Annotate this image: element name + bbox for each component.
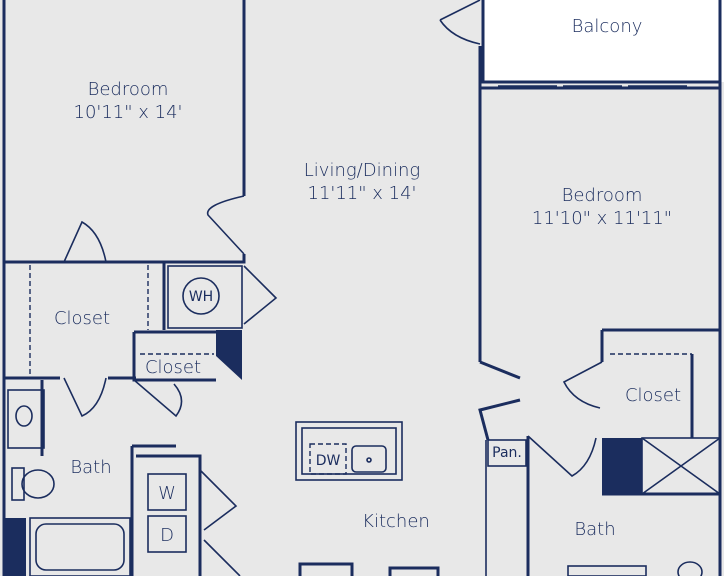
dryer-label: D xyxy=(160,525,174,546)
closet-3-walls xyxy=(600,328,720,438)
bath-2-door xyxy=(527,435,597,477)
bedroom-1-bottom-wall xyxy=(4,254,246,264)
bedroom-1-door-swing xyxy=(206,195,245,255)
bath-1-toilet-tank xyxy=(11,467,25,501)
structural-column-2 xyxy=(602,438,642,494)
closet-3-door xyxy=(562,361,603,409)
kitchen-counter xyxy=(298,562,440,576)
living-dining-size: 11'11" x 14' xyxy=(308,183,417,204)
closet-1-door-bottom xyxy=(63,377,107,418)
dishwasher-outline xyxy=(309,443,347,475)
bath-2-walls xyxy=(526,436,720,576)
dishwasher-label: DW xyxy=(316,453,341,469)
pantry-box xyxy=(487,439,527,467)
kitchen-sink xyxy=(351,445,387,473)
structural-column xyxy=(216,330,242,380)
bath-2-vanity xyxy=(567,565,647,576)
closet-1-label: Closet xyxy=(54,308,110,329)
kitchen-sink-drain xyxy=(366,457,372,463)
pantry-label: Pan. xyxy=(492,445,522,461)
kitchen-island xyxy=(295,421,403,481)
water-heater-label: WH xyxy=(189,289,213,305)
laundry-walls xyxy=(136,454,202,576)
balcony-label: Balcony xyxy=(572,16,643,37)
balcony-door-swing xyxy=(439,0,481,45)
bath-1-sink-counter xyxy=(7,389,45,449)
closet-1-shelves xyxy=(29,265,149,378)
dryer-box xyxy=(147,515,187,553)
bath-2-toilet xyxy=(677,561,703,576)
living-dining-label: Living/Dining xyxy=(304,160,420,181)
bath-1-tub xyxy=(29,517,131,576)
bath-1-sink xyxy=(15,405,33,427)
balcony-area xyxy=(483,0,724,82)
bath-1-toilet-bowl xyxy=(21,469,55,499)
bath-1-walls xyxy=(40,380,176,576)
balcony-wall xyxy=(481,0,722,84)
closet-1-walls xyxy=(4,262,166,380)
bedroom-1-size: 10'11" x 14' xyxy=(74,102,183,123)
closet-1-door-top xyxy=(63,220,107,263)
closet-2-label: Closet xyxy=(145,357,201,378)
washer-label: W xyxy=(158,483,176,504)
water-heater-circle xyxy=(182,277,220,315)
bedroom-1-label: Bedroom xyxy=(88,79,169,100)
kitchen-label: Kitchen xyxy=(362,511,430,532)
bedroom-2-label: Bedroom xyxy=(562,185,643,206)
washer-box xyxy=(147,473,187,511)
water-heater-door xyxy=(243,265,278,325)
closet-2-door xyxy=(133,379,183,418)
bath-1-label: Bath xyxy=(70,457,111,478)
water-heater-closet xyxy=(167,265,243,329)
bedroom-2-size: 11'10" x 11'11" xyxy=(532,208,672,229)
linen-closet-cross xyxy=(641,437,721,495)
bath-1-wall-block xyxy=(4,518,26,576)
bath-1-tub-inner xyxy=(35,523,125,571)
pantry-door xyxy=(478,360,521,441)
bath-2-label: Bath xyxy=(574,519,615,540)
laundry-doors xyxy=(199,469,241,576)
closet-3-label: Closet xyxy=(625,385,681,406)
kitchen-island-inner xyxy=(301,427,397,475)
